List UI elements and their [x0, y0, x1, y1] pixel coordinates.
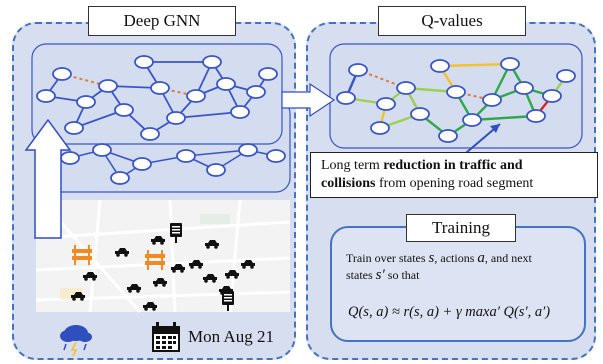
- q-node: [514, 81, 534, 95]
- training-text-4: states: [346, 268, 373, 282]
- gnn-node: [36, 89, 56, 103]
- q-node: [396, 81, 416, 95]
- gnn-node: [216, 77, 236, 91]
- q-node: [446, 85, 466, 99]
- q-node: [410, 107, 430, 121]
- car-icon: [205, 240, 219, 249]
- q-values-title: Q-values: [378, 6, 526, 36]
- car-icon: [143, 302, 157, 311]
- gnn-back-node: [176, 149, 196, 163]
- gnn-node: [98, 79, 118, 93]
- gnn-node: [114, 103, 134, 117]
- var-a: a: [477, 250, 485, 266]
- gnn-back-node: [92, 143, 112, 157]
- gnn-back-node: [110, 171, 130, 185]
- car-icon: [225, 270, 239, 279]
- q-edge: [471, 114, 537, 122]
- training-text-5: so that: [384, 268, 420, 282]
- car-icon: [151, 236, 165, 245]
- q-node: [482, 93, 502, 107]
- car-icon: [241, 260, 255, 269]
- car-icon: [83, 272, 97, 281]
- gnn-node: [52, 67, 72, 81]
- gnn-back-node: [206, 163, 226, 177]
- training-title: Training: [406, 214, 516, 242]
- q-node: [430, 59, 450, 73]
- gnn-node: [76, 95, 96, 109]
- callout-prefix: Long term: [321, 158, 384, 173]
- q-node: [370, 121, 390, 135]
- road-barrier-icon: [72, 245, 92, 265]
- date-label: Mon Aug 21: [188, 327, 274, 346]
- gnn-node: [140, 127, 160, 141]
- q-node: [438, 129, 458, 143]
- q-node: [348, 63, 368, 77]
- traffic-light-icon: [170, 223, 182, 243]
- training-text: Train over states s, actions a, and next…: [346, 250, 580, 284]
- map-patch-2: [200, 214, 230, 224]
- q-node: [542, 89, 562, 103]
- gnn-back-node: [238, 143, 258, 157]
- gnn-back-node: [266, 149, 286, 163]
- gnn-edge: [175, 111, 241, 119]
- q-node: [336, 91, 356, 105]
- calendar-icon: [152, 322, 180, 352]
- var-s-prime: s′: [375, 267, 385, 283]
- q-edge: [439, 62, 511, 68]
- gnn-back-edge: [185, 149, 249, 157]
- gnn-node: [258, 67, 278, 81]
- training-box: [330, 226, 586, 342]
- q-node: [500, 57, 520, 71]
- training-text-1: Train over states: [346, 251, 426, 265]
- training-text-2: , actions: [434, 251, 475, 265]
- callout-suffix: from opening road segment: [375, 176, 534, 191]
- gnn-node: [166, 111, 186, 125]
- var-s: s: [428, 250, 435, 266]
- callout-bold-2: collisions: [321, 176, 376, 191]
- gnn-node: [186, 89, 206, 103]
- gnn-back-node: [132, 157, 152, 171]
- insight-callout: Long term reduction in traffic and colli…: [310, 152, 598, 198]
- bellman-formula: Q(s, a) ≈ r(s, a) + γ maxa′ Q(s′, a′): [348, 304, 551, 320]
- car-icon: [115, 248, 129, 257]
- road-barrier-icon: [145, 250, 165, 270]
- gnn-node: [230, 105, 250, 119]
- traffic-light-icon: [222, 291, 234, 311]
- car-icon: [153, 278, 167, 287]
- car-icon: [127, 284, 141, 293]
- training-text-3: , and next: [484, 251, 532, 265]
- gnn-node: [150, 81, 170, 95]
- storm-cloud-icon: [60, 325, 92, 357]
- q-node: [462, 113, 482, 127]
- car-icon: [203, 274, 217, 283]
- gnn-node: [134, 55, 154, 69]
- car-icon: [189, 260, 203, 269]
- gnn-title: Deep GNN: [88, 6, 236, 36]
- gnn-node: [64, 121, 84, 135]
- callout-bold-1: reduction in traffic and: [383, 158, 523, 173]
- q-node: [376, 97, 396, 111]
- gnn-node: [202, 55, 222, 69]
- gnn-back-node: [60, 151, 80, 165]
- q-node: [556, 69, 576, 83]
- gnn-node: [246, 85, 266, 99]
- car-icon: [171, 264, 185, 273]
- q-node: [526, 109, 546, 123]
- car-icon: [71, 292, 85, 301]
